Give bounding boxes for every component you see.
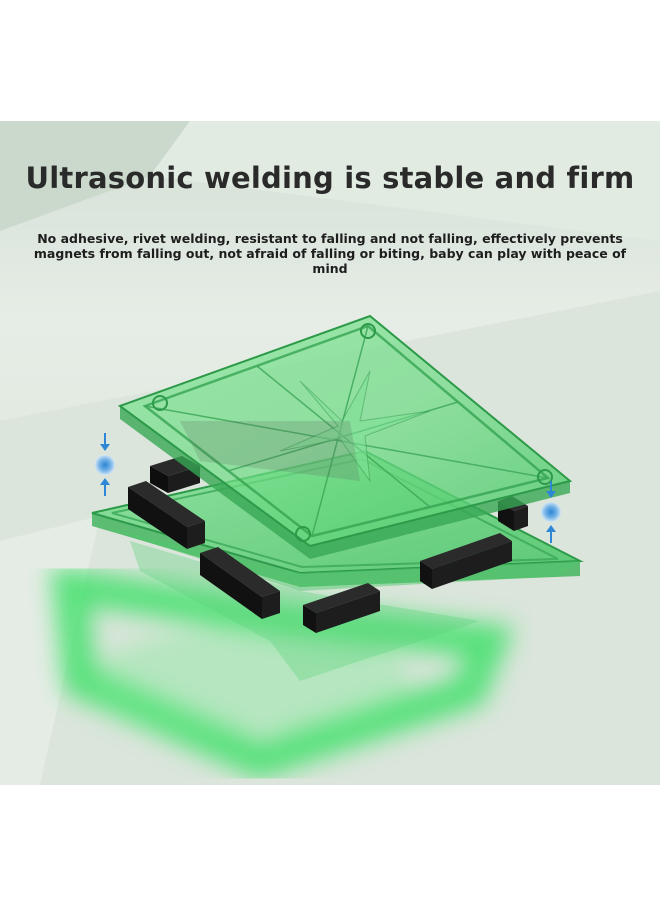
description-text: No adhesive, rivet welding, resistant to… xyxy=(33,231,627,276)
glow-reflection xyxy=(50,565,515,780)
product-illustration xyxy=(0,121,660,785)
magnet-indicator-right xyxy=(541,481,561,543)
down-arrow-icon xyxy=(100,433,110,451)
headline: Ultrasonic welding is stable and firm xyxy=(25,161,635,195)
magnet-dot-icon xyxy=(95,455,115,475)
magnet-dot-icon xyxy=(541,502,561,522)
wall-shadow xyxy=(0,121,190,231)
magnet-indicator-left xyxy=(95,433,115,496)
wall-light xyxy=(150,121,660,241)
up-arrow-icon xyxy=(100,478,110,496)
top-tile xyxy=(117,314,573,559)
up-arrow-icon xyxy=(546,525,556,543)
product-scene: Ultrasonic welding is stable and firm No… xyxy=(0,121,660,785)
down-arrow-icon xyxy=(546,481,556,498)
